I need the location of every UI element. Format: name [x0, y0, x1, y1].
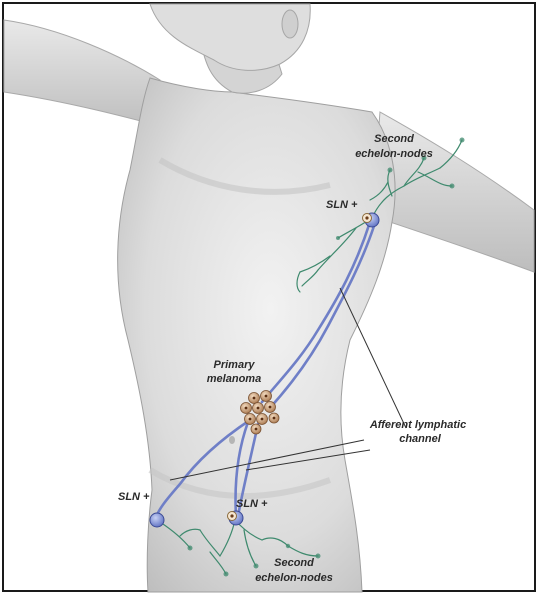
label-afferent-1: Afferent lymphatic: [369, 419, 466, 431]
label-afferent-2: channel: [399, 433, 442, 445]
label-second-echelon-lower-2: echelon-nodes: [255, 572, 333, 584]
label-sln-axillary: SLN +: [326, 199, 358, 211]
label-second-echelon-lower-1: Second: [274, 557, 314, 569]
label-second-echelon-upper-2: echelon-nodes: [355, 148, 433, 160]
label-sln-right-groin: SLN +: [236, 498, 268, 510]
label-primary-melanoma-1: Primary: [214, 359, 256, 371]
sln-left-groin-node: [150, 513, 164, 527]
label-primary-melanoma-2: melanoma: [207, 373, 261, 385]
ear: [282, 10, 298, 38]
label-sln-left-groin: SLN +: [118, 491, 150, 503]
label-second-echelon-upper-1: Second: [374, 133, 414, 145]
navel: [229, 436, 235, 444]
